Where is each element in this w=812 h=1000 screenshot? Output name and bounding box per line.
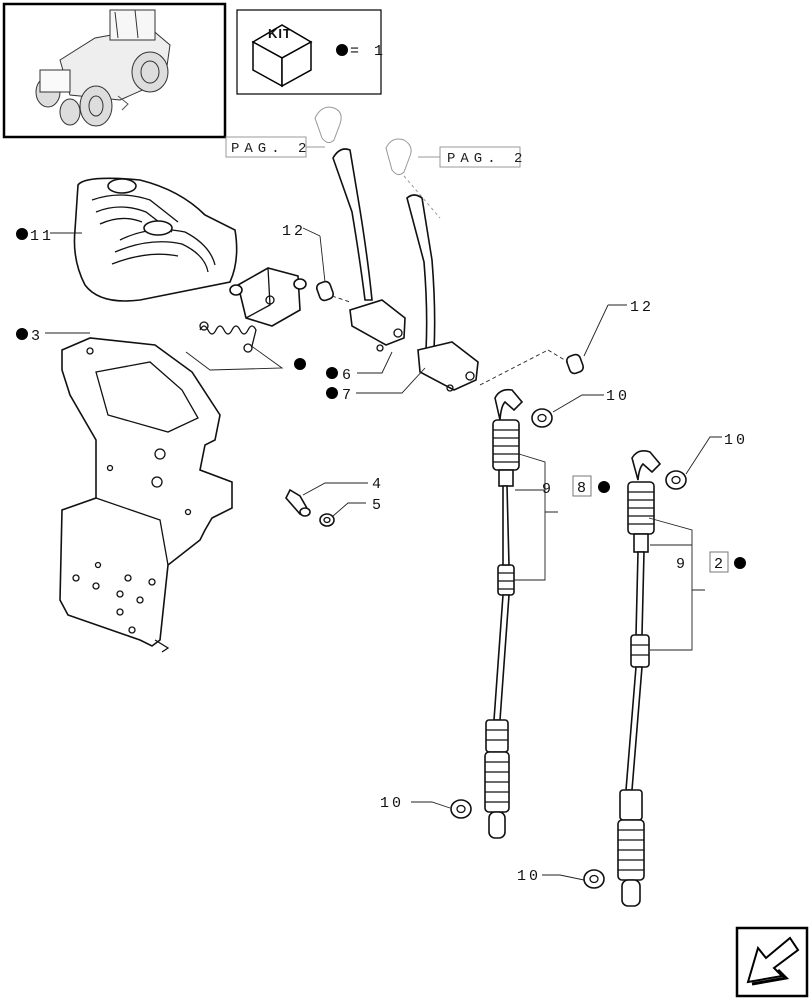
kit-bullet-icon <box>734 557 746 569</box>
callout-5: 5 <box>372 497 384 514</box>
callout-10-a: 10 <box>606 388 630 405</box>
callout-2: 2 <box>714 556 726 573</box>
callout-9-a: 9 <box>542 481 554 498</box>
callout-4: 4 <box>372 476 384 493</box>
callout-10-c: 10 <box>380 795 404 812</box>
callout-12-left: 12 <box>282 223 306 240</box>
washer-10-b <box>665 470 687 490</box>
callout-8-box: 8 <box>572 475 592 497</box>
page-ref-left[interactable]: PAG. 2 <box>225 136 325 158</box>
washer-10-d <box>583 869 605 889</box>
mounting-bracket-part <box>59 337 233 653</box>
pin-12-left <box>315 280 351 303</box>
next-page-arrow-icon[interactable] <box>735 926 809 998</box>
callout-10-b: 10 <box>724 432 748 449</box>
callout-3: 3 <box>31 328 43 345</box>
cable-assembly-8 <box>484 388 524 839</box>
kit-equals-text: = 1 <box>350 43 386 60</box>
callout-11: 11 <box>30 228 54 245</box>
page-ref-right-label[interactable]: PAG. 2 <box>447 151 527 167</box>
kit-legend: KIT = 1 <box>236 9 386 95</box>
callout-6: 6 <box>342 367 354 384</box>
callout-7: 7 <box>342 387 354 404</box>
gaiter-boot-part <box>73 177 238 302</box>
ghost-knob-left-icon <box>314 106 342 144</box>
kit-label: KIT <box>268 26 292 41</box>
kit-bullet-icon <box>598 481 610 493</box>
lever-7-part <box>406 194 479 392</box>
leader-lines <box>45 227 722 881</box>
kit-markers <box>16 228 746 569</box>
kit-bullet-icon <box>294 358 306 370</box>
callout-9-b: 9 <box>676 556 688 573</box>
washer-10-a <box>531 408 553 428</box>
kit-bullet-icon <box>336 44 348 56</box>
nut-5-part <box>319 513 335 527</box>
callout-10-d: 10 <box>517 868 541 885</box>
kit-bullet-icon <box>326 387 338 399</box>
cable-assembly-2 <box>617 450 662 907</box>
page-ref-right[interactable]: PAG. 2 <box>418 146 527 168</box>
lever-6-part <box>332 148 406 352</box>
callout-8: 8 <box>577 480 589 497</box>
page-ref-left-label[interactable]: PAG. 2 <box>231 141 311 157</box>
stud-4-part <box>285 488 311 517</box>
washer-10-c <box>450 799 472 819</box>
kit-bullet-icon <box>16 328 28 340</box>
pivot-block-part <box>229 267 307 327</box>
tractor-thumbnail <box>2 2 227 139</box>
kit-bullet-icon <box>326 367 338 379</box>
spring-part <box>199 321 257 353</box>
callout-12-right: 12 <box>630 299 654 316</box>
kit-cube-icon <box>251 24 313 88</box>
kit-bullet-icon <box>16 228 28 240</box>
callout-2-box: 2 <box>709 551 729 573</box>
ghost-knob-right-icon <box>385 138 441 219</box>
pin-12-right <box>565 353 585 375</box>
tractor-icon <box>35 9 171 127</box>
